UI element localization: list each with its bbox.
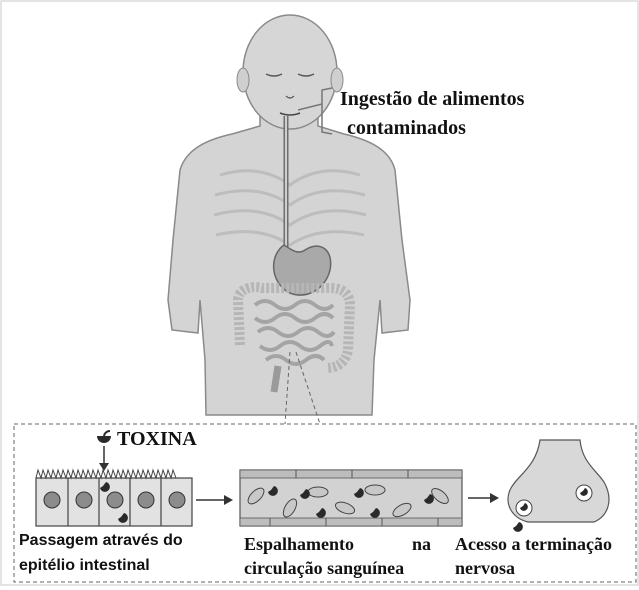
step1-caption-line2: epitélio intestinal [19, 557, 150, 575]
step1-caption-line1: Passagem através do [19, 532, 183, 550]
step2-caption-word1: Espalhamento [244, 534, 354, 555]
ingestion-label-line1: Ingestão de alimentos [340, 88, 524, 111]
human-body-illustration [168, 15, 410, 415]
toxin-arrow-head [99, 463, 109, 471]
toxin-marker [97, 431, 111, 443]
epithelium [36, 470, 192, 526]
step2-caption-word2: na [412, 534, 431, 555]
left-ear [237, 68, 249, 92]
head [243, 15, 337, 129]
blood-vessel [240, 470, 462, 526]
step2-caption-line2: circulação sanguínea [244, 558, 404, 579]
arrow-1-head [224, 495, 233, 505]
rectum [274, 366, 278, 392]
step3-caption-line2: nervosa [455, 558, 515, 579]
arrow-2-head [490, 493, 499, 503]
toxin-label: TOXINA [117, 428, 197, 451]
ingestion-label-line2: contaminados [347, 117, 466, 140]
step3-caption-line1: Acesso a terminação [455, 534, 612, 555]
nerve-terminal [508, 440, 609, 532]
